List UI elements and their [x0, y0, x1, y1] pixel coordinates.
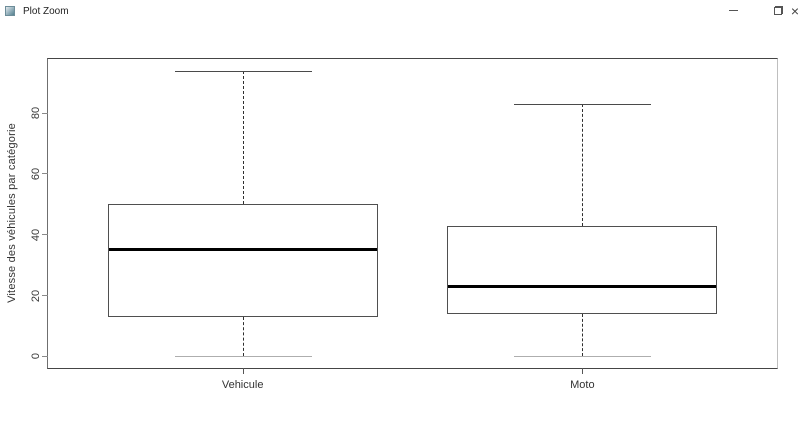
x-tick-mark	[242, 368, 244, 374]
x-tick-mark	[582, 368, 584, 374]
y-tick-label: 80	[30, 107, 42, 120]
y-tick-mark	[42, 112, 48, 114]
minimize-button[interactable]	[724, 2, 742, 19]
y-tick-mark	[42, 173, 48, 175]
whisker-cap-lower	[514, 356, 652, 358]
x-axis-category-label: Moto	[570, 379, 595, 391]
box-median-line	[448, 284, 717, 288]
box-iqr	[107, 204, 378, 317]
window-titlebar[interactable]: Plot Zoom ×	[0, 0, 800, 22]
restore-icon	[773, 6, 783, 15]
whisker-lower	[582, 313, 584, 357]
y-axis-title: Vitesse des véhicules par catégorie	[6, 123, 18, 303]
app-icon	[5, 6, 15, 16]
y-tick-label: 40	[30, 228, 42, 241]
close-icon: ×	[790, 2, 800, 19]
window-title: Plot Zoom	[23, 5, 69, 17]
y-tick-mark	[42, 355, 48, 357]
whisker-upper	[582, 104, 584, 226]
minimize-icon	[728, 10, 738, 11]
y-tick-mark	[42, 295, 48, 297]
y-tick-label: 20	[30, 289, 42, 302]
close-button[interactable]: ×	[786, 2, 800, 19]
box-median-line	[108, 248, 377, 252]
whisker-cap-upper	[514, 104, 652, 105]
maximize-restore-button[interactable]	[769, 2, 787, 19]
whisker-lower	[242, 316, 244, 357]
box-iqr	[447, 225, 718, 314]
y-tick-label: 60	[30, 167, 42, 181]
y-tick-mark	[42, 234, 48, 236]
whisker-upper	[242, 70, 244, 205]
whisker-cap-upper	[174, 70, 312, 72]
whisker-cap-lower	[174, 356, 312, 358]
x-axis-category-label: Vehicule	[221, 379, 264, 391]
y-tick-label: 0	[30, 353, 42, 360]
